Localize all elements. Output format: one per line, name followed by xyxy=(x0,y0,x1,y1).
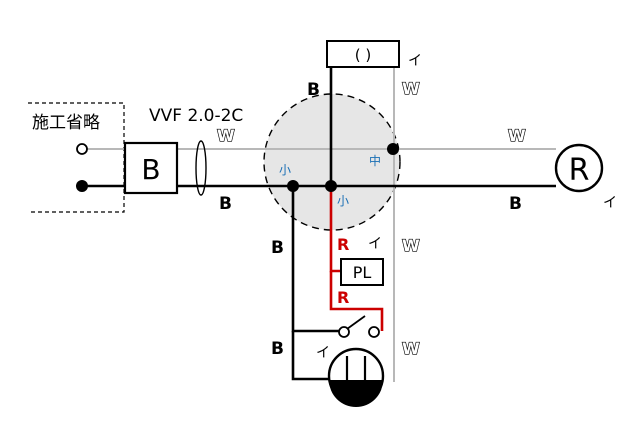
label-white-mid: W xyxy=(402,236,420,255)
sleeve-medium-label: 中 xyxy=(369,153,381,168)
outlet-symbol xyxy=(327,347,385,407)
breaker-box xyxy=(123,141,179,195)
label-black-top: B xyxy=(307,80,320,100)
switch-terminal-left xyxy=(338,326,350,338)
receptacle-i-label: イ xyxy=(603,195,617,211)
switch-lever xyxy=(346,315,366,330)
label-white-bottom: W xyxy=(402,339,420,358)
white-wires xyxy=(82,66,556,382)
top-fixture-box xyxy=(326,40,400,68)
breaker-label: B xyxy=(141,153,160,186)
label-white-left: W xyxy=(217,126,235,145)
cable-label: VVF 2.0-2C xyxy=(149,106,243,126)
red-wires xyxy=(329,186,384,331)
label-black-bottom: B xyxy=(271,339,284,359)
omission-label: 施工省略 xyxy=(32,113,100,133)
source-terminal-black xyxy=(76,180,88,192)
source-terminal-white xyxy=(76,143,88,155)
pilot-lamp-label: PL xyxy=(353,263,372,282)
receptacle-circle xyxy=(554,143,604,193)
sleeve-small-center-label: 小 xyxy=(337,194,349,208)
top-fixture-label: ( ) xyxy=(355,46,371,64)
label-black-right: B xyxy=(509,194,522,214)
switch-terminal-right xyxy=(368,326,380,338)
receptacle-label: R xyxy=(569,153,590,188)
label-white-right: W xyxy=(508,126,526,145)
outlet-i-label: イ xyxy=(316,345,330,361)
pilot-lamp-box xyxy=(340,258,384,286)
label-red-upper: R xyxy=(337,235,349,254)
label-black-mid: B xyxy=(271,238,284,258)
top-fixture-i-label: イ xyxy=(408,53,422,69)
black-wires xyxy=(82,66,556,381)
label-red-lower: R xyxy=(337,288,349,307)
sleeve-small-left-label: 小 xyxy=(279,163,291,177)
junction-node-small-left xyxy=(287,180,299,192)
label-black-left: B xyxy=(219,194,232,214)
cable-bundle-ellipse xyxy=(195,140,207,196)
junction-node-small-center xyxy=(325,180,337,192)
label-white-top: W xyxy=(402,79,420,98)
switch-i-label: イ xyxy=(368,236,382,252)
junction-node-medium xyxy=(387,143,399,155)
